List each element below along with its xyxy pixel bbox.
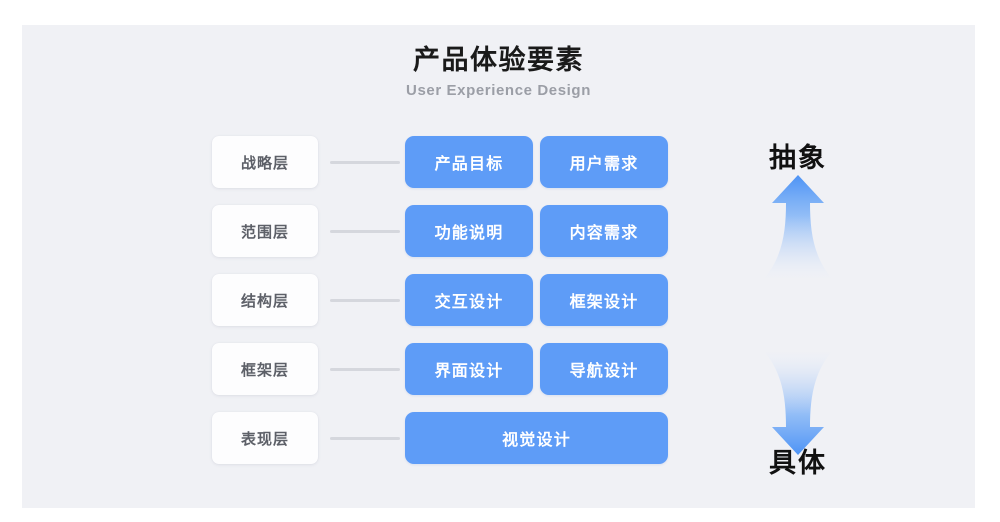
page-title: 产品体验要素 (413, 45, 584, 75)
table-row: 框架层 界面设计 导航设计 (22, 343, 975, 395)
arrow-down-icon (762, 349, 834, 455)
element-card-interface-design[interactable]: 界面设计 (405, 343, 533, 395)
element-card-user-needs[interactable]: 用户需求 (540, 136, 668, 188)
element-card-label: 交互设计 (434, 294, 504, 311)
connector-line (330, 368, 400, 371)
element-card-label: 导航设计 (569, 363, 639, 380)
element-card-navigation-design[interactable]: 导航设计 (540, 343, 668, 395)
element-card-label: 用户需求 (569, 156, 639, 173)
element-card-label: 视觉设计 (502, 432, 571, 449)
element-card-information-architecture[interactable]: 框架设计 (540, 274, 668, 326)
axis-label-concrete: 具体 (769, 448, 827, 478)
slide-header: 产品体验要素 User Experience Design (22, 43, 975, 102)
layer-chip-label: 表现层 (240, 430, 289, 448)
layer-chip-structure[interactable]: 结构层 (212, 274, 318, 326)
layer-chip-surface[interactable]: 表现层 (212, 412, 318, 464)
abstraction-axis: 抽象 具体 (698, 25, 898, 508)
connector-line (330, 437, 400, 440)
connector-line (330, 161, 400, 164)
axis-label-abstract: 抽象 (769, 143, 827, 173)
page-subtitle: User Experience Design (406, 82, 591, 99)
slide-panel: 产品体验要素 User Experience Design 战略层 产品目标 用… (22, 25, 975, 508)
layer-chip-label: 战略层 (240, 154, 289, 172)
layer-chip-scope[interactable]: 范围层 (212, 205, 318, 257)
table-row: 战略层 产品目标 用户需求 (22, 136, 975, 188)
element-card-label: 框架设计 (569, 294, 639, 311)
layers-matrix: 战略层 产品目标 用户需求 范围层 功能说明 内容需求 (22, 136, 975, 496)
element-card-content-requirements[interactable]: 内容需求 (540, 205, 668, 257)
table-row: 表现层 视觉设计 (22, 412, 975, 464)
element-card-label: 功能说明 (434, 225, 504, 242)
element-card-functional-spec[interactable]: 功能说明 (405, 205, 533, 257)
element-card-label: 产品目标 (434, 156, 504, 173)
table-row: 范围层 功能说明 内容需求 (22, 205, 975, 257)
layer-chip-label: 结构层 (240, 292, 289, 310)
layer-chip-skeleton[interactable]: 框架层 (212, 343, 318, 395)
arrow-up-icon (762, 175, 834, 281)
layer-chip-label: 范围层 (240, 223, 289, 241)
table-row: 结构层 交互设计 框架设计 (22, 274, 975, 326)
connector-line (330, 299, 400, 302)
layer-chip-strategy[interactable]: 战略层 (212, 136, 318, 188)
connector-line (330, 230, 400, 233)
element-card-visual-design[interactable]: 视觉设计 (405, 412, 668, 464)
element-card-product-goal[interactable]: 产品目标 (405, 136, 533, 188)
element-card-label: 内容需求 (569, 225, 639, 242)
layer-chip-label: 框架层 (240, 361, 289, 379)
element-card-interaction-design[interactable]: 交互设计 (405, 274, 533, 326)
element-card-label: 界面设计 (434, 363, 504, 380)
